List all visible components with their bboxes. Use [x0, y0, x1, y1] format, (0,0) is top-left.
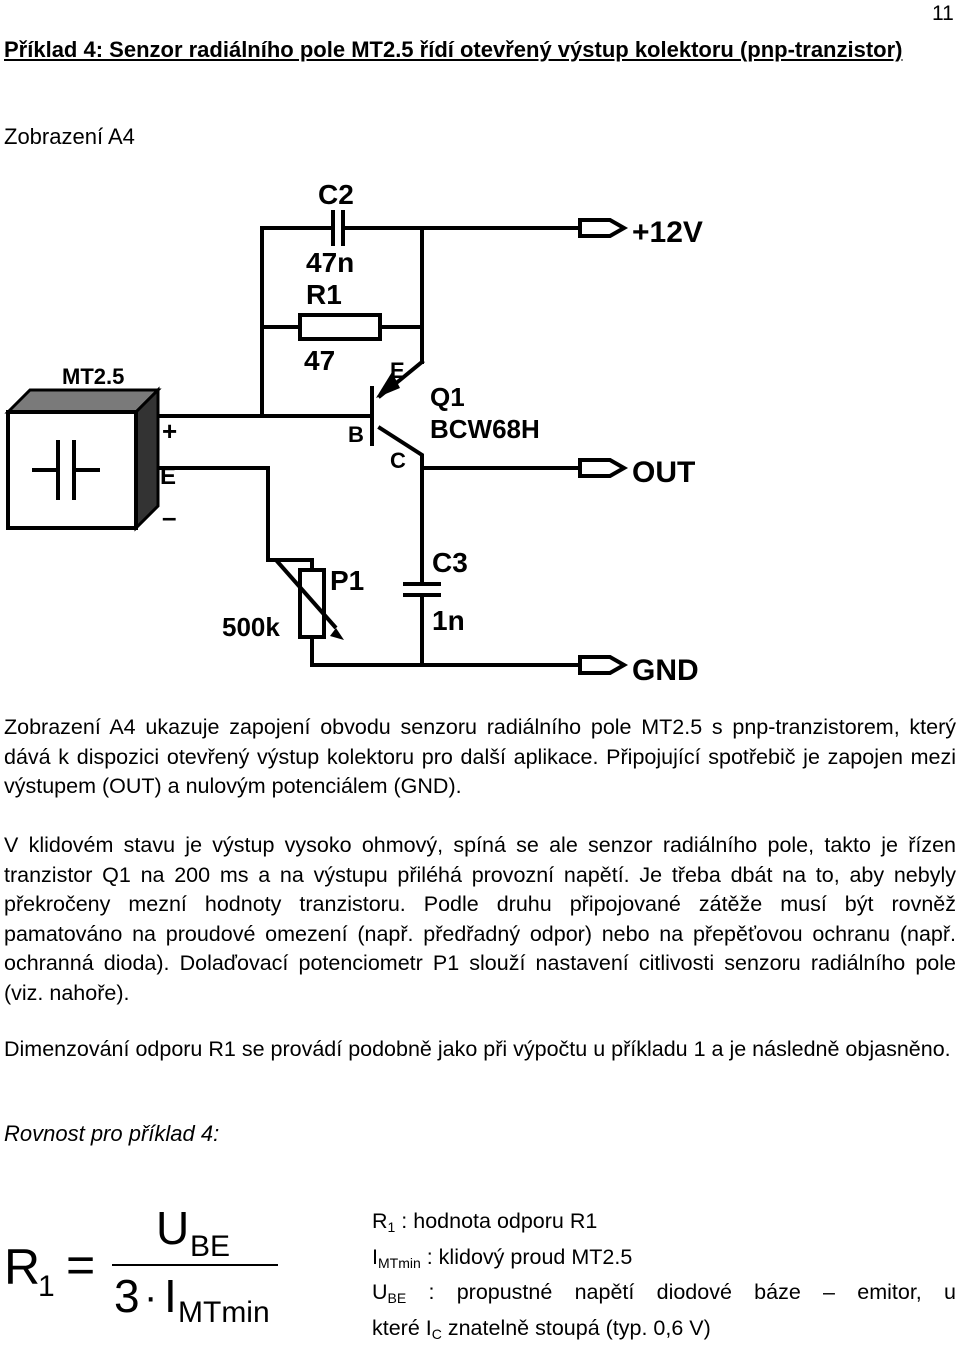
- formula-r1: R 1 = U BE 3 · I MTmin: [0, 1195, 360, 1327]
- c2-plates: [333, 212, 343, 244]
- pin-b: B: [348, 422, 364, 447]
- paragraph-circuit-description: Zobrazení A4 ukazuje zapojení obvodu sen…: [4, 713, 956, 802]
- example-heading: Příklad 4: Senzor radiálního pole MT2.5 …: [4, 34, 954, 66]
- resistor-r1: [300, 315, 380, 339]
- sensor-plus: +: [162, 416, 177, 446]
- sensor-e: E: [160, 463, 176, 490]
- formula-equals: =: [66, 1237, 95, 1293]
- terminal-gnd-label: GND: [632, 654, 699, 687]
- c2-value: 47n: [306, 247, 354, 278]
- terminal-vcc: [580, 220, 624, 236]
- formula-lhs-sub: 1: [38, 1270, 55, 1303]
- formula-den-coef: 3: [114, 1270, 140, 1322]
- q1-name: Q1: [430, 382, 465, 412]
- c3-name: C3: [432, 547, 468, 578]
- circuit-schematic: C2 47n R1 47 MT2.5 + E – E Q1 BCW68H B C…: [0, 175, 960, 695]
- terminal-out: [580, 460, 624, 476]
- equation-caption: Rovnost pro příklad 4:: [4, 1121, 219, 1147]
- terminal-gnd: [580, 657, 624, 673]
- figure-caption: Zobrazení A4: [4, 124, 135, 150]
- r1-value: 47: [304, 345, 335, 376]
- formula-num-main: U: [156, 1202, 189, 1254]
- p1-wiper-arrow: [330, 628, 344, 640]
- legend-row-r1: R1 : hodnota odporu R1: [372, 1207, 956, 1243]
- paragraph-text: V klidovém stavu je výstup vysoko ohmový…: [4, 831, 956, 1008]
- pin-c: C: [390, 448, 406, 473]
- formula-num-sub: BE: [190, 1230, 230, 1263]
- paragraph-text: Zobrazení A4 ukazuje zapojení obvodu sen…: [4, 713, 956, 802]
- legend-row-ube-cont: které IC znatelně stoupá (typ. 0,6 V): [372, 1314, 956, 1349]
- legend-row-ube: UBE : propustné napětí diodové báze – em…: [372, 1278, 956, 1314]
- page-number: 11: [932, 2, 954, 26]
- c2-name: C2: [318, 179, 354, 210]
- terminal-out-label: OUT: [632, 456, 695, 489]
- formula-den-sub: MTmin: [178, 1296, 270, 1327]
- legend-row-imtmin: IMTmin : klidový proud MT2.5: [372, 1243, 956, 1279]
- c3-value: 1n: [432, 605, 465, 636]
- formula-legend: R1 : hodnota odporu R1 IMTmin : klidový …: [372, 1207, 956, 1349]
- formula-lhs-main: R: [4, 1239, 40, 1295]
- sensor-minus: –: [162, 502, 176, 532]
- terminal-vcc-label: +12V: [632, 216, 703, 249]
- formula-den-main: I: [164, 1270, 177, 1322]
- paragraph-operation: V klidovém stavu je výstup vysoko ohmový…: [4, 831, 956, 1008]
- formula-den-dot: ·: [144, 1275, 157, 1319]
- paragraph-dimensioning: Dimenzování odporu R1 se provádí podobně…: [4, 1035, 956, 1065]
- p1-name: P1: [330, 565, 364, 596]
- r1-name: R1: [306, 279, 342, 310]
- sensor-name: MT2.5: [62, 364, 124, 389]
- c3-plates: [405, 584, 439, 595]
- wire-gnd: [312, 637, 580, 665]
- paragraph-text: Dimenzování odporu R1 se provádí podobně…: [4, 1035, 956, 1065]
- pin-e: E: [390, 358, 405, 383]
- q1-type: BCW68H: [430, 414, 540, 444]
- p1-value: 500k: [222, 612, 280, 642]
- sensor-block: [8, 390, 158, 528]
